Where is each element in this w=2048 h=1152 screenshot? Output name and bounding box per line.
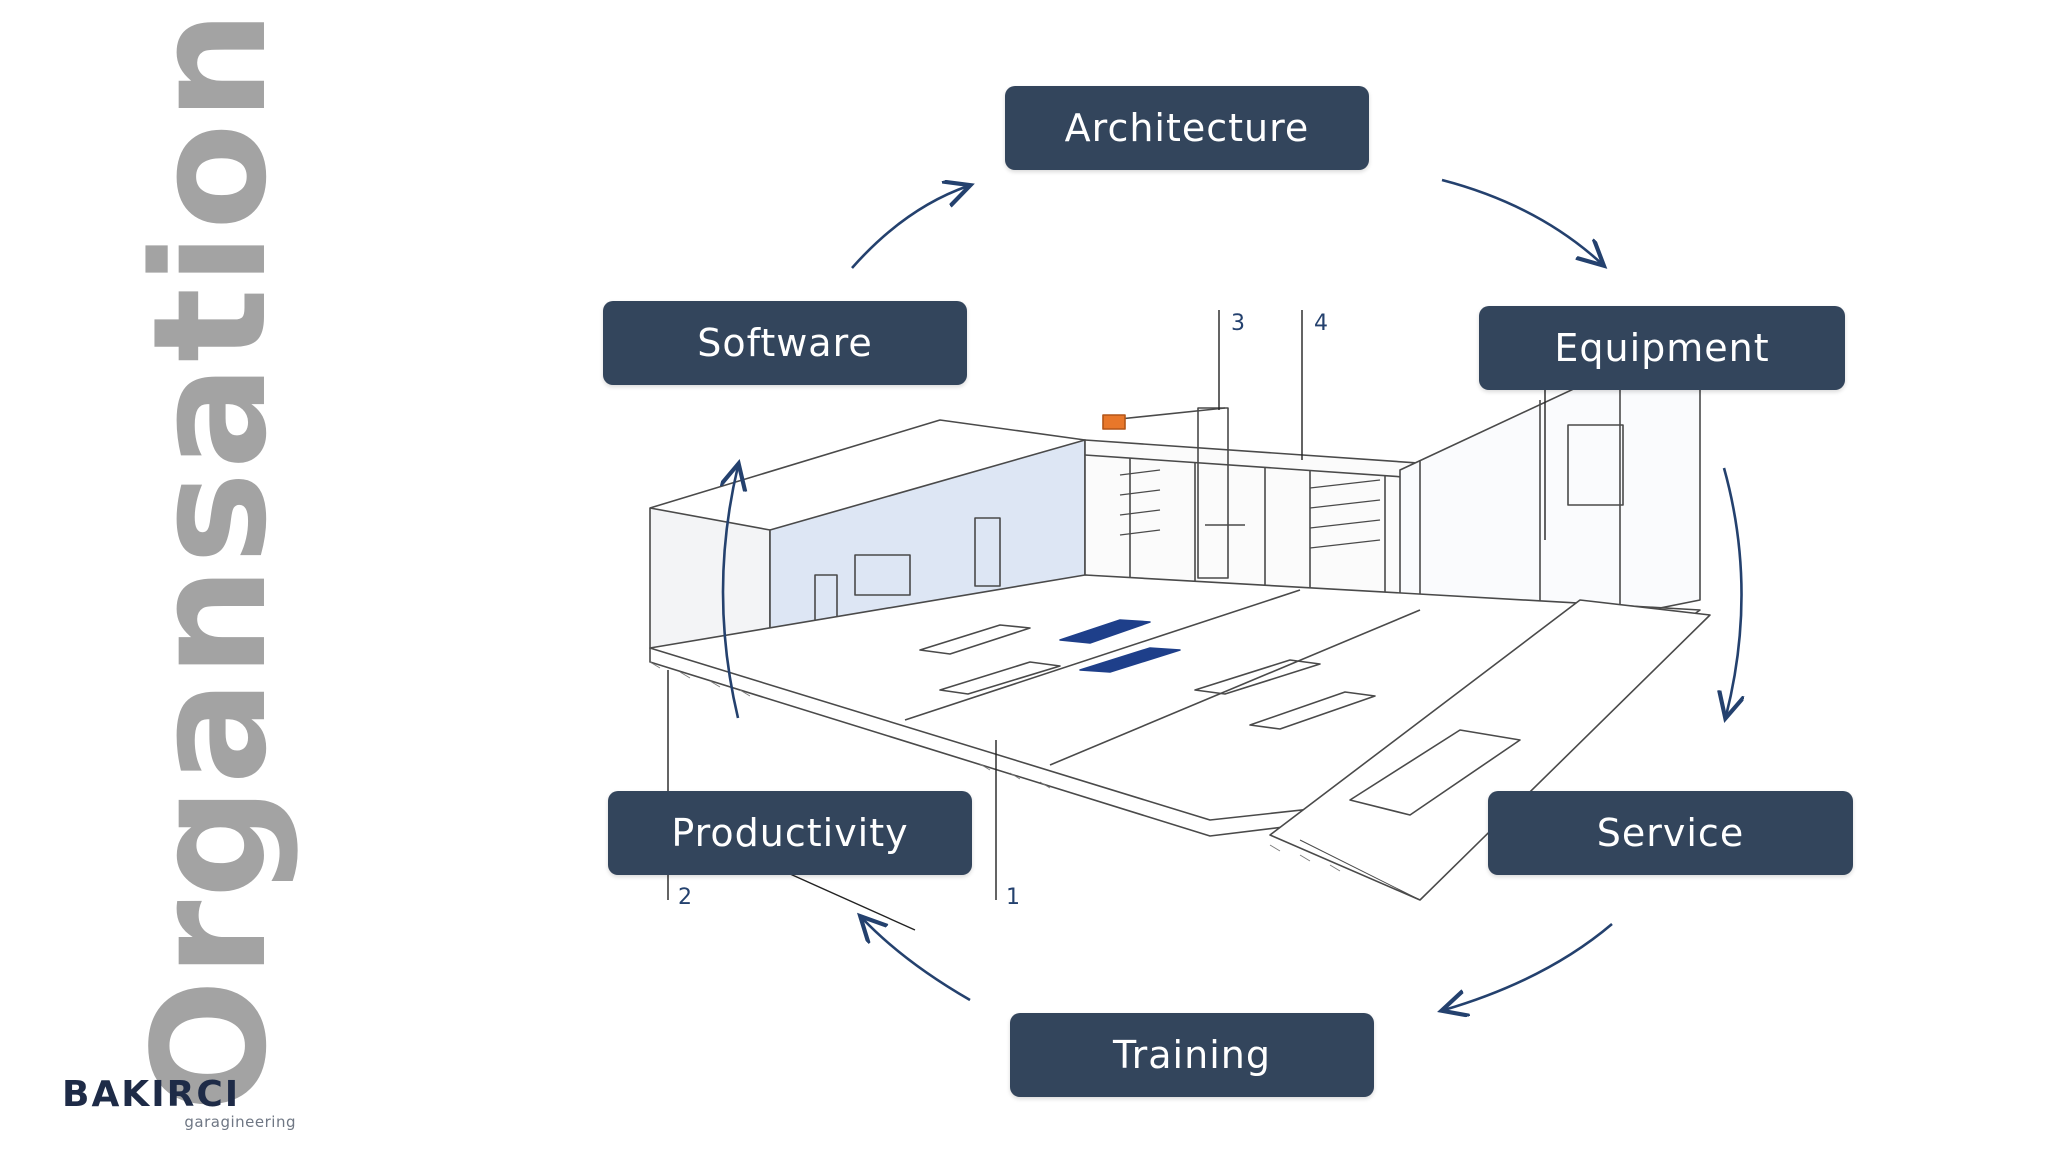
- callout-4: 4: [1314, 311, 1328, 336]
- arrow-equipment-to-service: [1724, 467, 1742, 716]
- callout-2: 2: [678, 885, 692, 910]
- cycle-box-training[interactable]: Training: [1010, 1013, 1374, 1097]
- logo-brand: BAKIRCI: [62, 1074, 241, 1115]
- callout-1: 1: [1006, 885, 1020, 910]
- cycle-box-productivity[interactable]: Productivity: [608, 791, 972, 875]
- cycle-box-equipment[interactable]: Equipment: [1479, 306, 1845, 390]
- arrow-software-to-architecture: [851, 186, 968, 269]
- cycle-arrows: [723, 178, 1742, 1010]
- logo-tagline: garagineering: [184, 1113, 296, 1131]
- cycle-box-software[interactable]: Software: [603, 301, 967, 385]
- arrow-training-to-productivity: [862, 918, 971, 1002]
- brand-logo: BAKIRCI garagineering: [62, 1076, 302, 1136]
- arrow-service-to-training: [1444, 923, 1613, 1010]
- cycle-box-service[interactable]: Service: [1488, 791, 1853, 875]
- arrow-architecture-to-equipment: [1441, 178, 1602, 264]
- callout-3: 3: [1231, 311, 1245, 336]
- arrow-productivity-to-software: [723, 466, 738, 719]
- workshop-drawing: [624, 310, 1711, 931]
- service-pit: [1269, 599, 1711, 901]
- cycle-box-architecture[interactable]: Architecture: [1005, 86, 1369, 170]
